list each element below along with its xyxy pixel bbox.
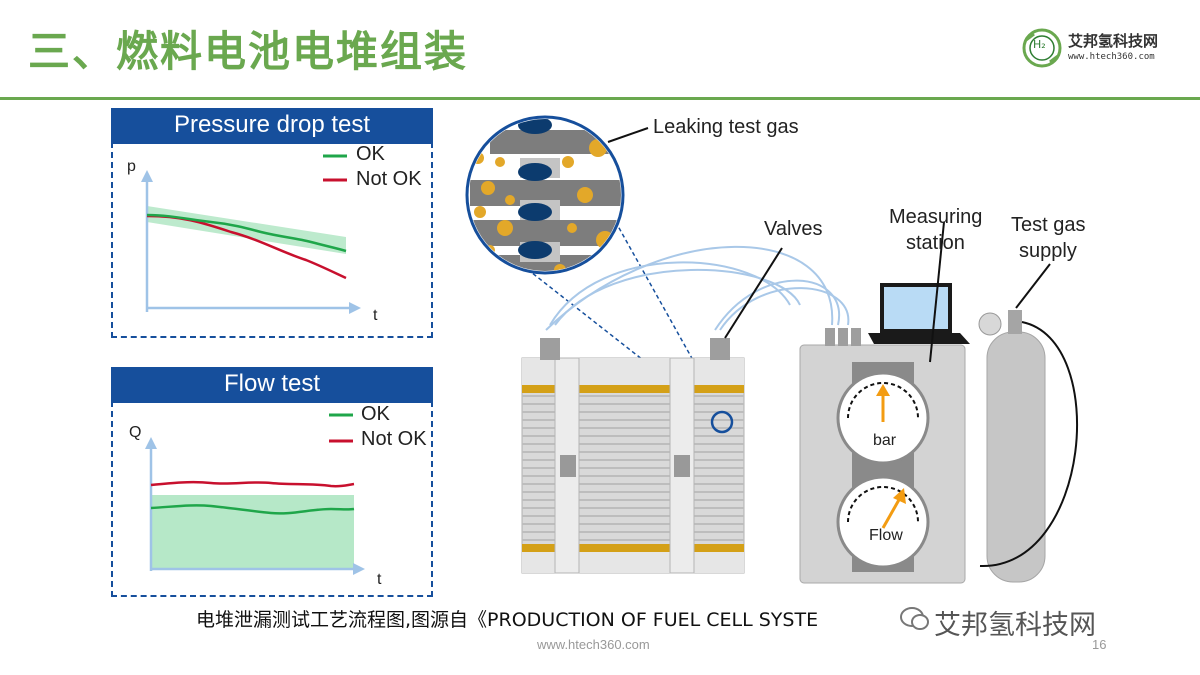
pressure-y-arrow-icon [141, 170, 153, 182]
pressure-ok-line [146, 213, 347, 253]
flow-legend-ok: OK [361, 403, 390, 425]
gauge-flow-label: Flow [869, 527, 903, 544]
pressure-legend-notok: Not OK [356, 168, 422, 190]
figure-caption: 电堆泄漏测试工艺流程图,图源自《PRODUCTION OF FUEL CELL … [196, 609, 819, 631]
pressure-x-arrow-icon [349, 302, 361, 314]
logo-symbol: H₂ [1033, 38, 1046, 51]
flow-test-chart [145, 413, 365, 575]
flow-notok-line [150, 480, 355, 488]
brand-logo-icon [1022, 28, 1062, 68]
logo-name: 艾邦氢科技网 [1068, 32, 1159, 50]
flow-x-arrow-icon [353, 563, 365, 575]
flow-legend-notok: Not OK [361, 428, 427, 450]
leak-zoom-circle [465, 115, 625, 275]
valves-label: Valves [764, 218, 823, 240]
pressure-drop-chart [141, 154, 361, 314]
flow-panel-heading: Flow test [111, 367, 433, 403]
gauge-bar-label: bar [873, 432, 897, 449]
measuring-station-label-2: station [906, 232, 965, 254]
flow-y-arrow-icon [145, 437, 157, 449]
flow-x-label: t [377, 571, 382, 588]
flow-ok-line [150, 504, 355, 515]
measuring-station-label-1: Measuring [889, 206, 983, 228]
title-divider [0, 97, 1200, 100]
laptop-icon [868, 283, 970, 344]
gas-cylinder [978, 310, 1079, 583]
logo-url: www.htech360.com [1068, 52, 1155, 62]
pressure-y-label: p [127, 158, 136, 175]
flow-ok-band [151, 495, 354, 569]
pressure-x-label: t [373, 307, 378, 324]
leak-test-diagram [465, 115, 1079, 584]
test-gas-label-1: Test gas [1011, 214, 1086, 236]
fuel-cell-stack [521, 338, 745, 574]
wechat-icon [900, 607, 929, 630]
test-gas-label-2: supply [1019, 240, 1077, 262]
pressure-ok-band [147, 206, 346, 254]
flow-panel-frame [111, 401, 433, 597]
measuring-station [799, 328, 966, 584]
footer-url: www.htech360.com [537, 637, 650, 652]
pressure-legend-ok: OK [356, 143, 385, 165]
leaking-test-gas-label: Leaking test gas [653, 116, 799, 138]
watermark-text: 艾邦氢科技网 [934, 610, 1096, 641]
pressure-panel-heading: Pressure drop test [111, 108, 433, 144]
flow-y-label: Q [129, 424, 142, 441]
page-number: 16 [1092, 637, 1107, 652]
slide-title: 三、燃料电池电堆组装 [28, 27, 469, 76]
pressure-panel-frame [111, 142, 433, 338]
